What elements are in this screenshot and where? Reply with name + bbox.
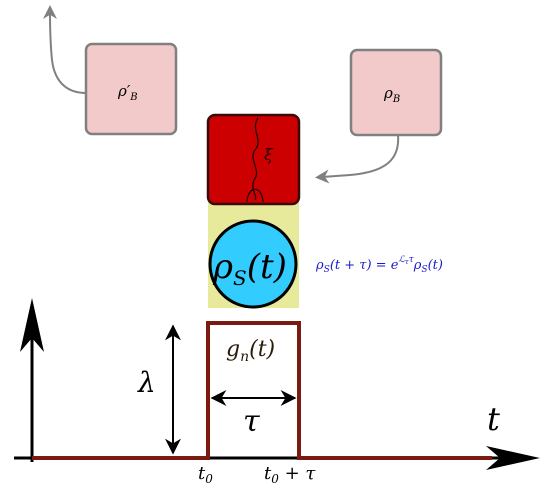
y-axis-arrowhead	[20, 298, 44, 352]
bath-box: ρB	[349, 48, 443, 137]
tau-label: τ	[243, 404, 260, 439]
rho-b-prime-label: ρ′B	[117, 82, 138, 103]
time-axis-label: t	[487, 400, 500, 438]
incoming-bath-arrow	[315, 134, 400, 184]
xi-label: ξ	[264, 145, 274, 164]
noise-trace	[252, 117, 259, 201]
rho-b-label: ρB	[383, 84, 400, 105]
bath-box-prime: ρ′B	[84, 42, 178, 136]
lambda-label: λ	[137, 366, 156, 399]
t0-plus-tau-label: t0 + τ	[264, 463, 316, 486]
rho-s-label: ρS(t)	[212, 247, 287, 290]
t0-label: t0	[198, 463, 213, 486]
gn-label: gn(t)	[226, 337, 275, 365]
pulse-signal	[32, 321, 492, 460]
system-circle: ρS(t)	[208, 219, 298, 309]
time-axis-arrowhead	[486, 446, 540, 470]
outgoing-bath-arrow	[43, 5, 87, 94]
interaction-box: ξ	[206, 113, 301, 206]
pulse-shape	[246, 188, 264, 203]
evolution-equation: ρS(t + τ) = eℒττρS(t)	[315, 255, 443, 275]
